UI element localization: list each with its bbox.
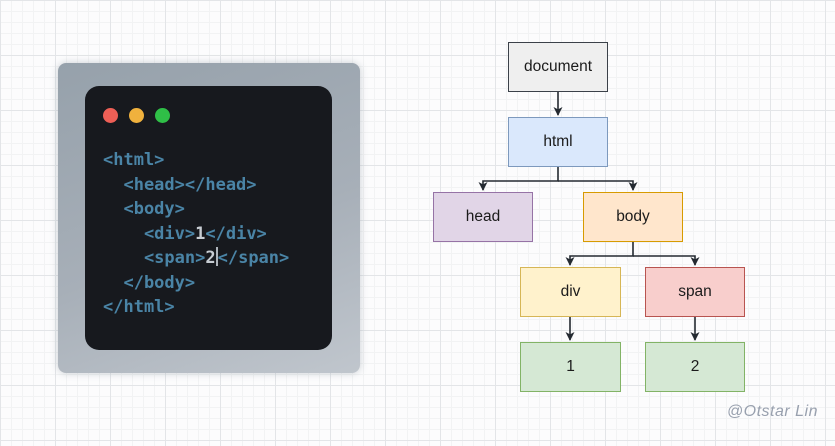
- code-tag: <span>: [103, 248, 206, 268]
- node-label: html: [543, 133, 573, 150]
- tree-node-html: html: [508, 117, 608, 167]
- code-tag: <body>: [103, 199, 185, 219]
- code-tag: <div>: [103, 223, 196, 244]
- node-label: span: [678, 283, 712, 300]
- tree-node-body: body: [583, 192, 683, 242]
- edge-body-span: [633, 255, 700, 266]
- node-label: document: [523, 58, 593, 75]
- code-line: <div>1</div>: [103, 222, 289, 247]
- minimize-button[interactable]: [129, 108, 144, 123]
- code-line: </body>: [103, 271, 289, 296]
- edge-html-body: [558, 180, 638, 191]
- maximize-button[interactable]: [155, 108, 170, 123]
- code-tag: <html>: [103, 150, 165, 170]
- node-label: head: [465, 208, 501, 225]
- node-label: 2: [690, 358, 700, 375]
- code-tag: <head></head>: [103, 174, 257, 195]
- text-cursor: [215, 247, 218, 266]
- code-line: <span>2</span>: [103, 246, 289, 271]
- code-text: 2: [205, 248, 216, 268]
- tree-node-text-2: 2: [645, 342, 745, 392]
- tree-node-span: span: [645, 267, 745, 317]
- code-text: 1: [195, 223, 206, 244]
- code-line: <body>: [103, 197, 289, 222]
- node-label: div: [560, 283, 581, 300]
- window-controls: [103, 108, 170, 123]
- editor-dark-panel: <html> <head></head> <body> <div>1</div>…: [85, 86, 332, 350]
- edge-body-div: [565, 242, 634, 266]
- watermark: @Otstar Lin: [726, 403, 818, 420]
- code-tag: </div>: [205, 223, 267, 244]
- tree-node-document: document: [508, 42, 608, 92]
- node-label: body: [616, 208, 650, 225]
- node-label: 1: [566, 358, 575, 375]
- code-line: </html>: [103, 295, 289, 320]
- tree-node-text-1: 1: [520, 342, 621, 392]
- tree-node-div: div: [520, 267, 621, 317]
- edge-html-head: [478, 167, 559, 191]
- code-tag: </html>: [103, 297, 175, 317]
- code-tag: </body>: [103, 272, 196, 293]
- code-line: <html>: [103, 148, 289, 173]
- close-button[interactable]: [103, 108, 118, 123]
- tree-node-head: head: [433, 192, 533, 242]
- code-line: <head></head>: [103, 173, 289, 198]
- code-editor-window: <html> <head></head> <body> <div>1</div>…: [58, 63, 360, 373]
- code-tag: </span>: [217, 248, 290, 268]
- code-block: <html> <head></head> <body> <div>1</div>…: [103, 148, 289, 320]
